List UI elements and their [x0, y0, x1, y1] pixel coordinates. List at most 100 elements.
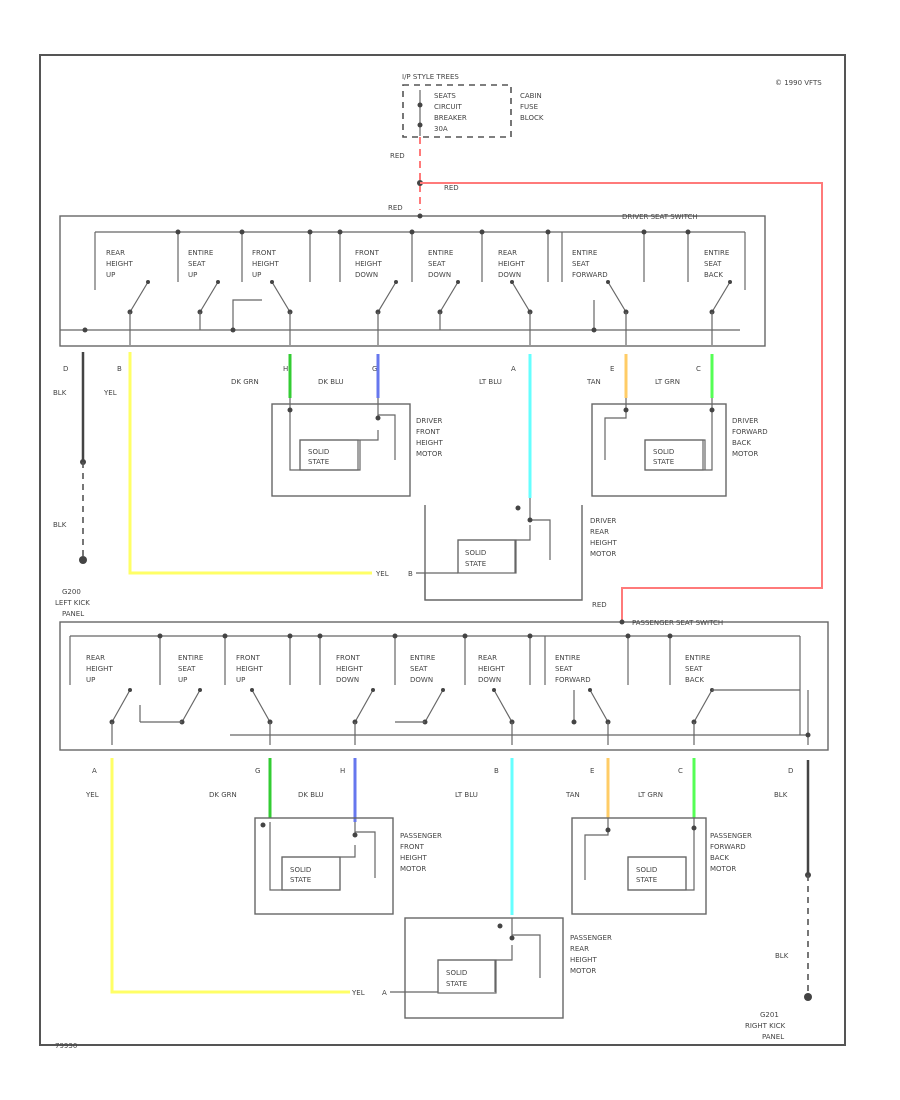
- driver-wire-pin-dkgrn: H: [283, 365, 288, 373]
- pass-wire-pin-yel: A: [92, 767, 97, 775]
- yel-b-label: YEL: [375, 570, 389, 578]
- pass-wire-label-dkgrn: DK GRN: [209, 791, 237, 799]
- driver-sec-1-l1: REAR: [106, 249, 125, 257]
- driver-rear-l2: REAR: [590, 528, 609, 536]
- pass-sec-5-l2: SEAT: [410, 665, 428, 673]
- passenger-wires: A YEL YEL A G DK GRN H DK BLU B LT BLU E…: [85, 758, 812, 1041]
- driver-sec-2-l2: SEAT: [188, 260, 206, 268]
- driver-wire-label-yel: YEL: [103, 389, 117, 397]
- driver-sec-2-l1: ENTIRE: [188, 249, 213, 257]
- driver-switch-contacts: [127, 280, 732, 315]
- passenger-switch-title: PASSENGER SEAT SWITCH: [632, 619, 723, 627]
- driver-front-l2: FRONT: [416, 428, 441, 436]
- pass-wire-pin-tan: E: [590, 767, 594, 775]
- driver-sec-2-l3: UP: [188, 271, 197, 279]
- driver-sec-4-l1: FRONT: [355, 249, 380, 257]
- driver-wire-pin-ltblu: A: [511, 365, 516, 373]
- red-label-b: RED: [444, 184, 459, 192]
- driver-sec-6-l3: DOWN: [498, 271, 521, 279]
- pass-forward-state: STATE: [636, 876, 657, 884]
- pass-forward-l4: MOTOR: [710, 865, 736, 873]
- driver-wire-label-ltblu: LT BLU: [479, 378, 502, 386]
- pass-wire-label-ltblu: LT BLU: [455, 791, 478, 799]
- fuse-block-label-1: CABIN: [520, 92, 542, 100]
- pass-wire-pin-dkgrn: G: [255, 767, 260, 775]
- pass-sec-1-l2: HEIGHT: [86, 665, 113, 673]
- driver-rear-state: STATE: [465, 560, 486, 568]
- passenger-rear-height-motor: SOLID STATE PASSENGER REAR HEIGHT MOTOR: [404, 917, 612, 1019]
- driver-forward-state: STATE: [653, 458, 674, 466]
- driver-sec-1-l3: UP: [106, 271, 115, 279]
- passenger-top-dots: [157, 633, 673, 639]
- pass-front-state: STATE: [290, 876, 311, 884]
- pass-rear-state: STATE: [446, 980, 467, 988]
- driver-wire-label-blk: BLK: [53, 389, 67, 397]
- driver-sec-7-l1: ENTIRE: [572, 249, 597, 257]
- driver-sec-3-l2: HEIGHT: [252, 260, 279, 268]
- driver-front-state: STATE: [308, 458, 329, 466]
- fuse-header: I/P STYLE TREES: [402, 73, 459, 81]
- driver-wire-label-ltgrn: LT GRN: [655, 378, 680, 386]
- pass-wire-pin-dkblu: H: [340, 767, 345, 775]
- driver-wire-pin-dkblu: G: [372, 365, 377, 373]
- ground-left-wire: BLK: [53, 521, 67, 529]
- copyright-text: © 1990 VFTS: [775, 79, 822, 87]
- pass-sec-7-l1: ENTIRE: [555, 654, 580, 662]
- pass-forward-l1: PASSENGER: [710, 832, 752, 840]
- ground-right-l3: PANEL: [762, 1033, 784, 1041]
- driver-rear-solid: SOLID: [465, 549, 486, 557]
- pass-sec-6-l3: DOWN: [478, 676, 501, 684]
- pass-front-l3: HEIGHT: [400, 854, 427, 862]
- pass-sec-2-l2: SEAT: [178, 665, 196, 673]
- passenger-front-height-motor: SOLID STATE PASSENGER FRONT HEIGHT MOTOR: [254, 817, 442, 915]
- pass-sec-5-l1: ENTIRE: [410, 654, 435, 662]
- driver-forward-solid: SOLID: [653, 448, 674, 456]
- pass-sec-8-l1: ENTIRE: [685, 654, 710, 662]
- driver-sec-8-l2: SEAT: [704, 260, 722, 268]
- pass-sec-7-l3: FORWARD: [555, 676, 591, 684]
- fuse-line-3: BREAKER: [434, 114, 467, 122]
- driver-sec-1-l2: HEIGHT: [106, 260, 133, 268]
- fuse-block-label-3: BLOCK: [520, 114, 544, 122]
- pass-wire-label-blk: BLK: [774, 791, 788, 799]
- driver-front-l1: DRIVER: [416, 417, 443, 425]
- pass-sec-7-l2: SEAT: [555, 665, 573, 673]
- pass-rear-l4: MOTOR: [570, 967, 596, 975]
- ground-left-l2: LEFT KICK: [55, 599, 90, 607]
- driver-wire-label-dkblu: DK BLU: [318, 378, 344, 386]
- pass-wire-label-ltgrn: LT GRN: [638, 791, 663, 799]
- ground-left-l3: PANEL: [62, 610, 84, 618]
- driver-rear-height-motor: SOLID STATE DRIVER REAR HEIGHT MOTOR: [424, 498, 617, 601]
- passenger-forward-back-motor: SOLID STATE PASSENGER FORWARD BACK MOTOR: [571, 817, 752, 915]
- driver-rear-l3: HEIGHT: [590, 539, 617, 547]
- driver-wire-pin-tan: E: [610, 365, 614, 373]
- pass-sec-3-l1: FRONT: [236, 654, 261, 662]
- driver-forward-back-motor: SOLID STATE DRIVER FORWARD BACK MOTOR: [591, 398, 768, 497]
- driver-sec-3-l1: FRONT: [252, 249, 277, 257]
- pass-sec-4-l2: HEIGHT: [336, 665, 363, 673]
- driver-sec-3-l3: UP: [252, 271, 261, 279]
- pass-sec-3-l2: HEIGHT: [236, 665, 263, 673]
- passenger-section-separators: [159, 636, 671, 685]
- pass-front-solid: SOLID: [290, 866, 311, 874]
- figure-id: 79930: [55, 1042, 77, 1050]
- pass-sec-1-l1: REAR: [86, 654, 105, 662]
- pass-sec-4-l3: DOWN: [336, 676, 359, 684]
- driver-sec-8-l3: BACK: [704, 271, 723, 279]
- red-label-d: RED: [592, 601, 607, 609]
- pass-wire-label-dkblu: DK BLU: [298, 791, 324, 799]
- driver-sec-5-l2: SEAT: [428, 260, 446, 268]
- fuse-line-4: 30A: [434, 125, 448, 133]
- driver-sec-5-l3: DOWN: [428, 271, 451, 279]
- fuse-line-2: CIRCUIT: [434, 103, 463, 111]
- pass-sec-5-l3: DOWN: [410, 676, 433, 684]
- pass-forward-l2: FORWARD: [710, 843, 746, 851]
- pass-rear-solid: SOLID: [446, 969, 467, 977]
- driver-seat-switch: DRIVER SEAT SWITCH: [59, 213, 766, 347]
- ground-right-wire: BLK: [775, 952, 789, 960]
- ground-right-l1: G201: [760, 1011, 779, 1019]
- pass-wire-label-tan: TAN: [565, 791, 580, 799]
- driver-front-solid: SOLID: [308, 448, 329, 456]
- driver-wire-pin-ltgrn: C: [696, 365, 701, 373]
